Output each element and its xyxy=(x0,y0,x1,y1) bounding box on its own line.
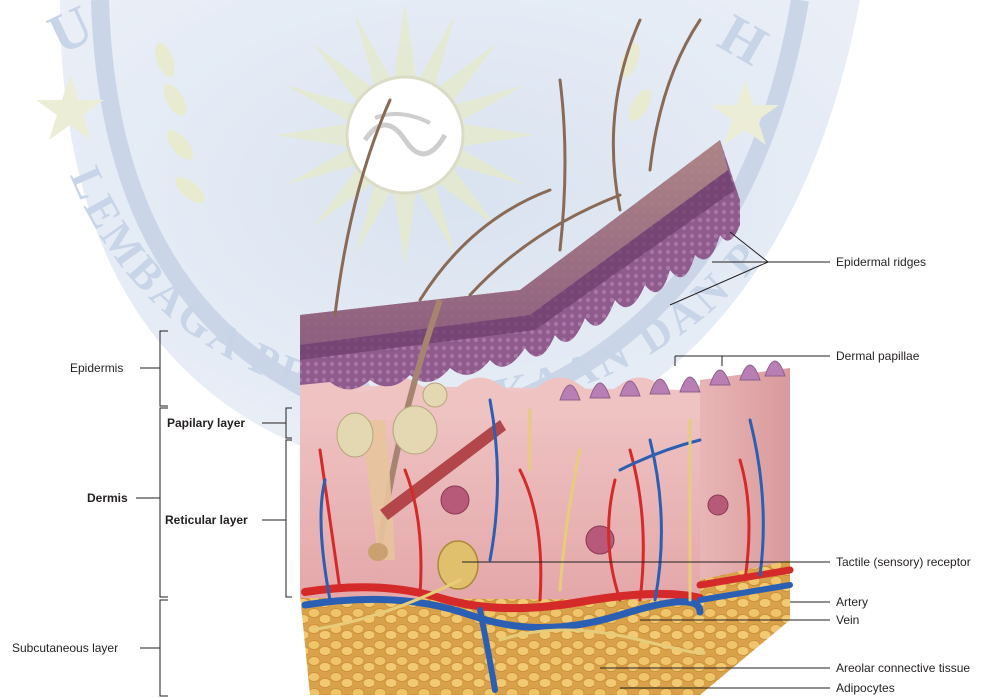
label-epidermis: Epidermis xyxy=(70,361,123,375)
label-vein: Vein xyxy=(836,613,859,627)
label-reticular-layer: Reticular layer xyxy=(165,513,248,527)
label-dermis: Dermis xyxy=(87,491,128,505)
label-dermal-papillae: Dermal papillae xyxy=(836,349,919,363)
label-subcutaneous-layer: Subcutaneous layer xyxy=(12,641,118,655)
label-areolar-connective-tissue: Areolar connective tissue xyxy=(836,661,970,675)
label-tactile-receptor: Tactile (sensory) receptor xyxy=(836,555,971,569)
label-papillary-layer: Papilary layer xyxy=(167,416,245,430)
label-epidermal-ridges: Epidermal ridges xyxy=(836,255,926,269)
label-adipocytes: Adipocytes xyxy=(836,681,895,695)
label-artery: Artery xyxy=(836,595,868,609)
